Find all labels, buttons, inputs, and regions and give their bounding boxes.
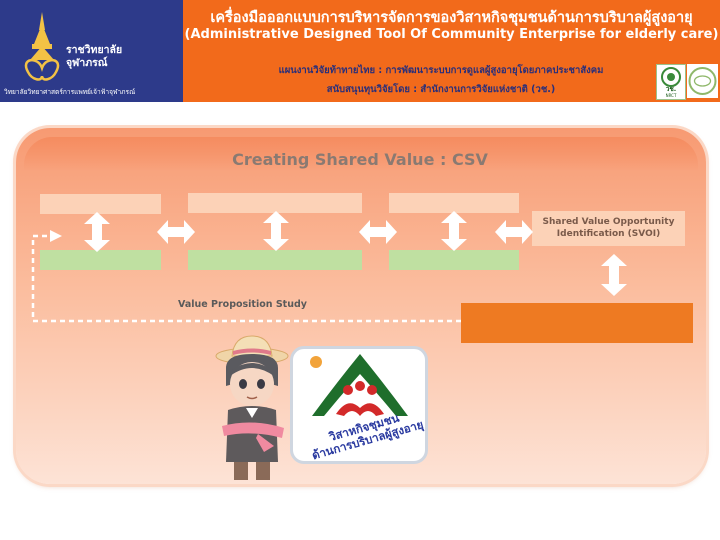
nrct-logo: วช. NRCT [656,64,686,100]
nrct-logo-text: วช. [666,85,677,93]
partner-logo [687,64,718,98]
university-brand: ราชวิทยาลัย จุฬาภรณ์ วิทยาลัยวิทยาศาสตร์… [0,0,183,102]
csv-box-bottom-3 [389,250,519,270]
university-emblem-icon [24,12,60,81]
horizontal-double-arrow-icon [359,220,397,244]
page-title-english: (Administrative Designed Tool Of Communi… [184,27,719,42]
vertical-double-arrow-icon [601,254,627,296]
csv-box-top-3 [389,193,519,213]
vertical-double-arrow-icon [441,211,467,251]
funding-text: สนับสนุนทุนวิจัยโดย : สำนักงานการวิจัยแห… [326,84,556,95]
horizontal-double-arrow-icon [157,220,195,244]
character-avatar [215,335,289,480]
header: ราชวิทยาลัย จุฬาภรณ์ วิทยาลัยวิทยาศาสตร์… [0,0,720,102]
partner-emblem-icon [688,67,717,95]
feedback-loop-arrow [31,230,461,323]
csv-box-top-2 [188,193,362,213]
csv-box-bottom-1 [40,250,161,270]
csv-box-top-1 [40,194,161,214]
page-title-thai: เครื่องมือออกแบบการบริหารจัดการของวิสาหก… [210,10,693,26]
nrct-logo-subtext: NRCT [666,93,677,98]
header-banner [183,0,720,102]
csv-box-bottom-2 [188,250,362,270]
svoi-box: Shared Value Opportunity Identification … [532,211,685,246]
community-enterprise-logo: วิสาหกิจชุมชน ด้านการบริบาลผู้สูงอายุ [290,346,428,464]
faculty-name: วิทยาลัยวิทยาศาสตร์การแพทย์เจ้าฟ้าจุฬาภร… [4,88,136,96]
horizontal-double-arrow-icon [495,220,533,244]
panel-highlight [24,137,698,171]
value-proposition-label: Value Proposition Study [178,299,307,310]
research-program-text: แผนงานวิจัยท้าทายไทย : การพัฒนาระบบการดู… [278,65,604,76]
university-name: ราชวิทยาลัย จุฬาภรณ์ [66,44,123,69]
vertical-double-arrow-icon [84,212,110,252]
nrct-emblem-icon: วช. NRCT [661,67,681,98]
result-box [461,303,693,343]
diagram-title: Creating Shared Value : CSV [232,150,488,169]
community-enterprise-icon [310,354,408,416]
vertical-double-arrow-icon [263,211,289,251]
